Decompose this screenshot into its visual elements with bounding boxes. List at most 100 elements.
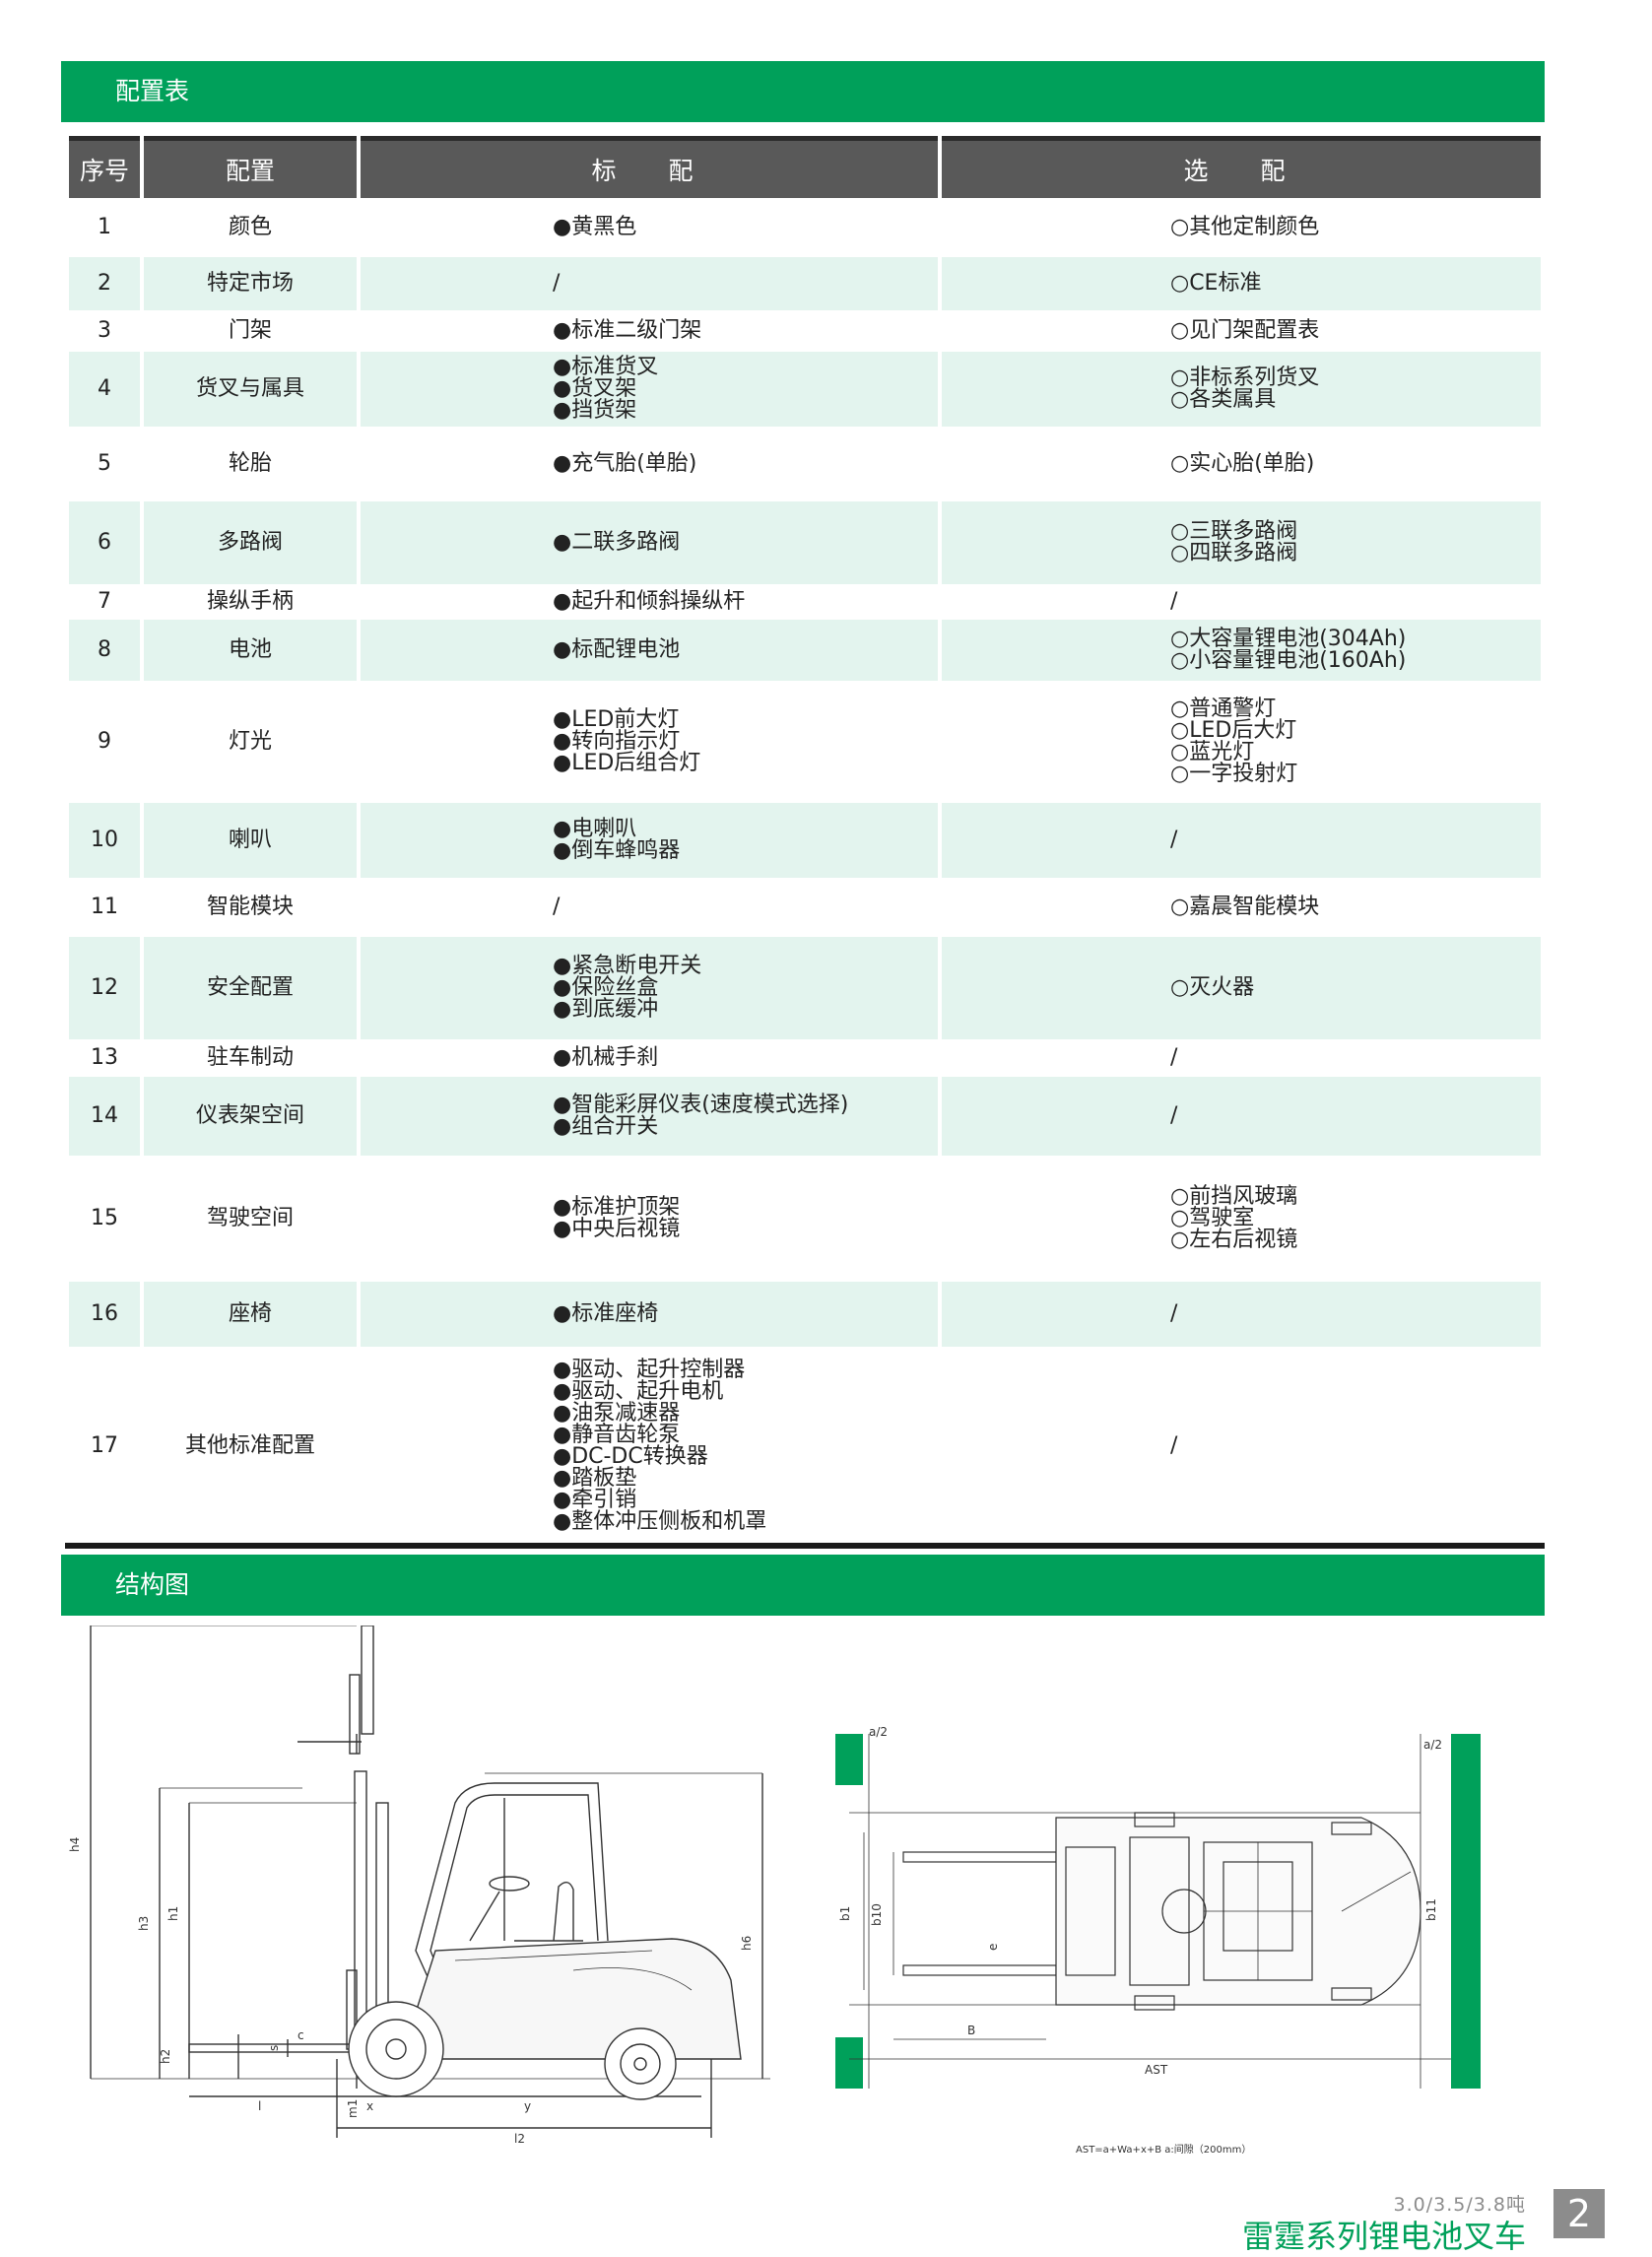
optional-item: ○各类属具	[1170, 387, 1277, 412]
row-config-name: 电池	[144, 620, 357, 681]
row-index: 17	[91, 1433, 118, 1458]
row-index: 4	[69, 352, 140, 427]
row-standard-cell: /	[361, 878, 938, 937]
row-optional-cell: ○见门架配置表	[942, 310, 1541, 352]
row-standard-cell: ●机械手刹	[361, 1039, 938, 1077]
structure-diagram: h4 h3 h1 h6 h2 s c m1 x y l l2	[68, 1626, 1481, 2156]
label-h4: h4	[68, 1837, 82, 1852]
structure-section-header: 结构图	[61, 1555, 1545, 1616]
standard-item: ●LED前大灯	[553, 707, 680, 732]
optional-item: /	[1170, 1103, 1178, 1128]
optional-item: ○前挡风玻璃	[1170, 1184, 1298, 1209]
row-optional-cell: /	[942, 1347, 1541, 1546]
standard-item: ●紧急断电开关	[553, 954, 702, 978]
label-m1: m1	[346, 2099, 360, 2118]
row-standard-cell: ●黄黑色	[361, 198, 938, 257]
standard-item: ●驱动、起升电机	[553, 1379, 724, 1404]
standard-item: ●油泵减速器	[553, 1401, 681, 1426]
standard-item: ●驱动、起升控制器	[553, 1358, 746, 1382]
row-index: 12	[69, 937, 140, 1039]
row-config-name: 安全配置	[144, 937, 357, 1039]
config-section-title: 配置表	[115, 77, 190, 105]
row-standard-cell: ●智能彩屏仪表(速度模式选择)●组合开关	[361, 1077, 938, 1156]
optional-item: ○蓝光灯	[1170, 740, 1255, 764]
standard-item: ●标准货叉	[553, 355, 659, 379]
row-optional-cell: ○三联多路阀○四联多路阀	[942, 501, 1541, 584]
side-view-labels: h4 h3 h1 h6 h2 s c m1 x y l l2	[68, 1837, 754, 2146]
row-config-name: 驻车制动	[206, 1045, 294, 1070]
standard-item: ●组合开关	[553, 1114, 659, 1139]
row-optional-cell: /	[942, 1039, 1541, 1077]
label-s: s	[267, 2045, 281, 2051]
label-h2: h2	[159, 2049, 172, 2064]
optional-item: ○驾驶室	[1170, 1206, 1255, 1230]
row-index: 11	[91, 895, 118, 919]
row-optional-cell: /	[942, 803, 1541, 878]
standard-item: ●货叉架	[553, 376, 637, 401]
row-optional-cell: ○非标系列货叉○各类属具	[942, 352, 1541, 427]
row-index: 15	[91, 1206, 118, 1230]
standard-item: ●踏板垫	[553, 1466, 637, 1491]
label-e: e	[986, 1944, 1000, 1951]
optional-item: /	[1170, 828, 1178, 852]
label-AST: AST	[1145, 2063, 1168, 2077]
top-view-labels: a/2 a/2 b1 b10 b11 e B AST AST=a+Wa+x+B …	[838, 1725, 1442, 2156]
row-config-name: 仪表架空间	[144, 1077, 357, 1156]
row-standard-cell: ●紧急断电开关●保险丝盒●到底缓冲	[361, 937, 938, 1039]
row-config-name: 灯光	[228, 729, 272, 754]
optional-item: ○嘉晨智能模块	[1170, 895, 1320, 919]
row-optional-cell: ○灭火器	[942, 937, 1541, 1039]
standard-item: /	[553, 895, 561, 919]
standard-item: ●整体冲压侧板和机罩	[553, 1509, 767, 1534]
row-standard-cell: ●LED前大灯●转向指示灯●LED后组合灯	[361, 681, 938, 803]
table-row: 11 智能模块 / ○嘉晨智能模块	[69, 878, 1541, 937]
standard-item: ●DC-DC转换器	[553, 1444, 708, 1469]
optional-item: ○四联多路阀	[1170, 541, 1298, 565]
label-b11: b11	[1424, 1898, 1438, 1921]
optional-item: ○普通警灯	[1170, 697, 1277, 721]
standard-item: ●挡货架	[553, 398, 637, 423]
row-config-name: 驾驶空间	[206, 1206, 294, 1230]
optional-item: /	[1170, 1433, 1178, 1458]
row-index: 16	[69, 1282, 140, 1347]
row-standard-cell: /	[361, 257, 938, 310]
row-index: 13	[91, 1045, 118, 1070]
standard-item: ●机械手刹	[553, 1045, 659, 1070]
table-bottom-rule	[65, 1543, 1545, 1549]
row-standard-cell: ●电喇叭●倒车蜂鸣器	[361, 803, 938, 878]
row-standard-cell: ●标配锂电池	[361, 620, 938, 681]
optional-item: ○一字投射灯	[1170, 762, 1298, 786]
left-upper-block	[835, 1734, 863, 1785]
header-index: 序号	[69, 136, 140, 198]
standard-item: ●电喇叭	[553, 817, 637, 841]
row-optional-cell: /	[942, 1077, 1541, 1156]
row-standard-cell: ●标准货叉●货叉架●挡货架	[361, 352, 938, 427]
standard-item: ●标准二级门架	[553, 318, 702, 343]
row-config-name: 智能模块	[206, 895, 294, 919]
row-standard-cell: ●充气胎(单胎)	[361, 427, 938, 501]
row-optional-cell: /	[942, 1282, 1541, 1347]
config-section-header: 配置表	[61, 61, 1545, 122]
standard-item: /	[553, 271, 561, 296]
row-index: 1	[98, 215, 111, 239]
row-standard-cell: ●标准座椅	[361, 1282, 938, 1347]
footer-subtitle: 3.0/3.5/3.8吨	[1393, 2194, 1526, 2216]
row-config-name: 多路阀	[144, 501, 357, 584]
standard-item: ●到底缓冲	[553, 997, 659, 1022]
row-index: 10	[69, 803, 140, 878]
optional-item: ○CE标准	[1170, 271, 1262, 296]
standard-item: ●倒车蜂鸣器	[553, 838, 681, 863]
standard-item: ●牵引销	[553, 1488, 637, 1512]
optional-item: ○小容量锂电池(160Ah)	[1170, 648, 1407, 673]
standard-item: ●标准座椅	[553, 1301, 659, 1326]
row-config-name: 座椅	[144, 1282, 357, 1347]
label-c: c	[297, 2028, 304, 2042]
optional-item: ○灭火器	[1170, 975, 1255, 1000]
optional-item: ○非标系列货叉	[1170, 365, 1320, 390]
